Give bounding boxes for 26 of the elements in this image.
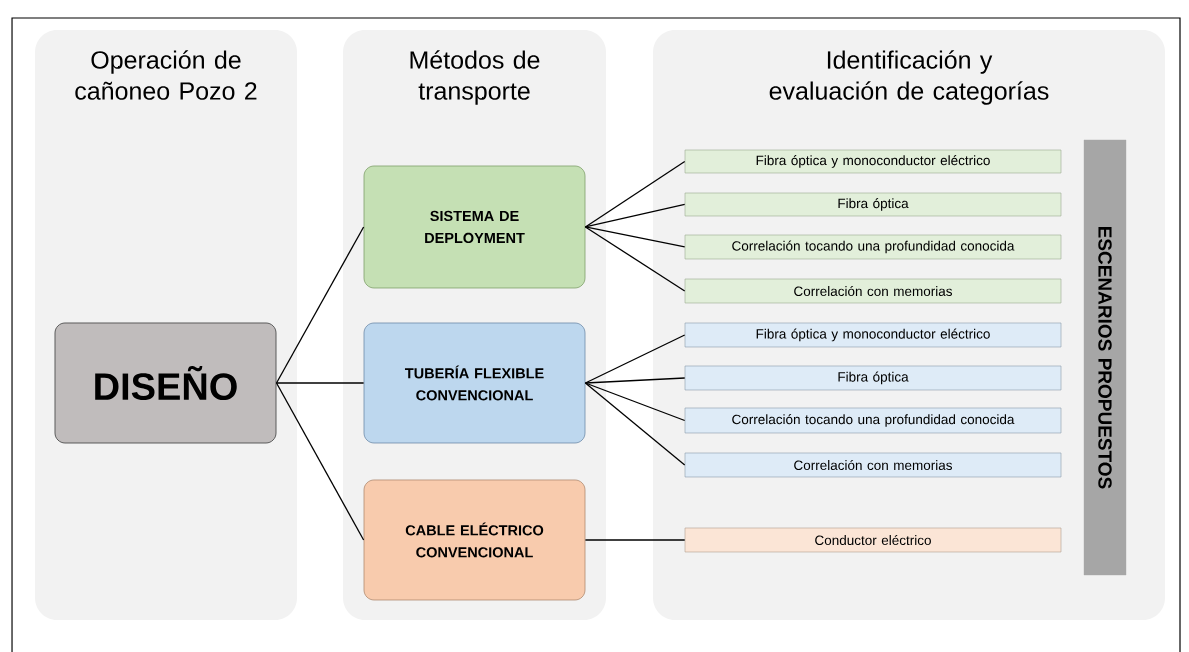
connector-line [584, 382, 686, 422]
connector-line [584, 160, 686, 228]
category-box: Fibra óptica y monoconductor eléctrico [684, 322, 1062, 348]
category-box: Fibra óptica y monoconductor eléctrico [684, 149, 1062, 174]
category-box: Correlación con memorias [684, 452, 1062, 478]
connector-line [584, 539, 686, 541]
method-box: SISTEMA DE DEPLOYMENT [363, 165, 586, 289]
connector-line [584, 226, 686, 292]
method-box: TUBERÍA FLEXIBLE CONVENCIONAL [363, 322, 586, 444]
connector-line [584, 382, 686, 466]
design-box: DISEÑO [54, 322, 277, 444]
connector-line [584, 377, 686, 384]
connector-line [584, 334, 686, 384]
category-box: Correlación tocando una profundidad conocida [684, 234, 1062, 260]
connector-line [584, 226, 686, 248]
category-box: Conductor eléctrico [684, 527, 1062, 553]
method-box: CABLE ELÉCTRICO CONVENCIONAL [363, 479, 586, 601]
scenario-bar: ESCENARIOS PROPUESTOS [1083, 139, 1127, 576]
connector-line [275, 382, 365, 384]
connector-line [275, 382, 365, 541]
category-box: Correlación tocando una profundidad conocida [684, 407, 1062, 434]
connector-line [275, 226, 365, 384]
category-box: Fibra óptica [684, 192, 1062, 217]
connector-line [584, 203, 686, 228]
category-box: Correlación con memorias [684, 278, 1062, 304]
category-box: Fibra óptica [684, 365, 1062, 391]
